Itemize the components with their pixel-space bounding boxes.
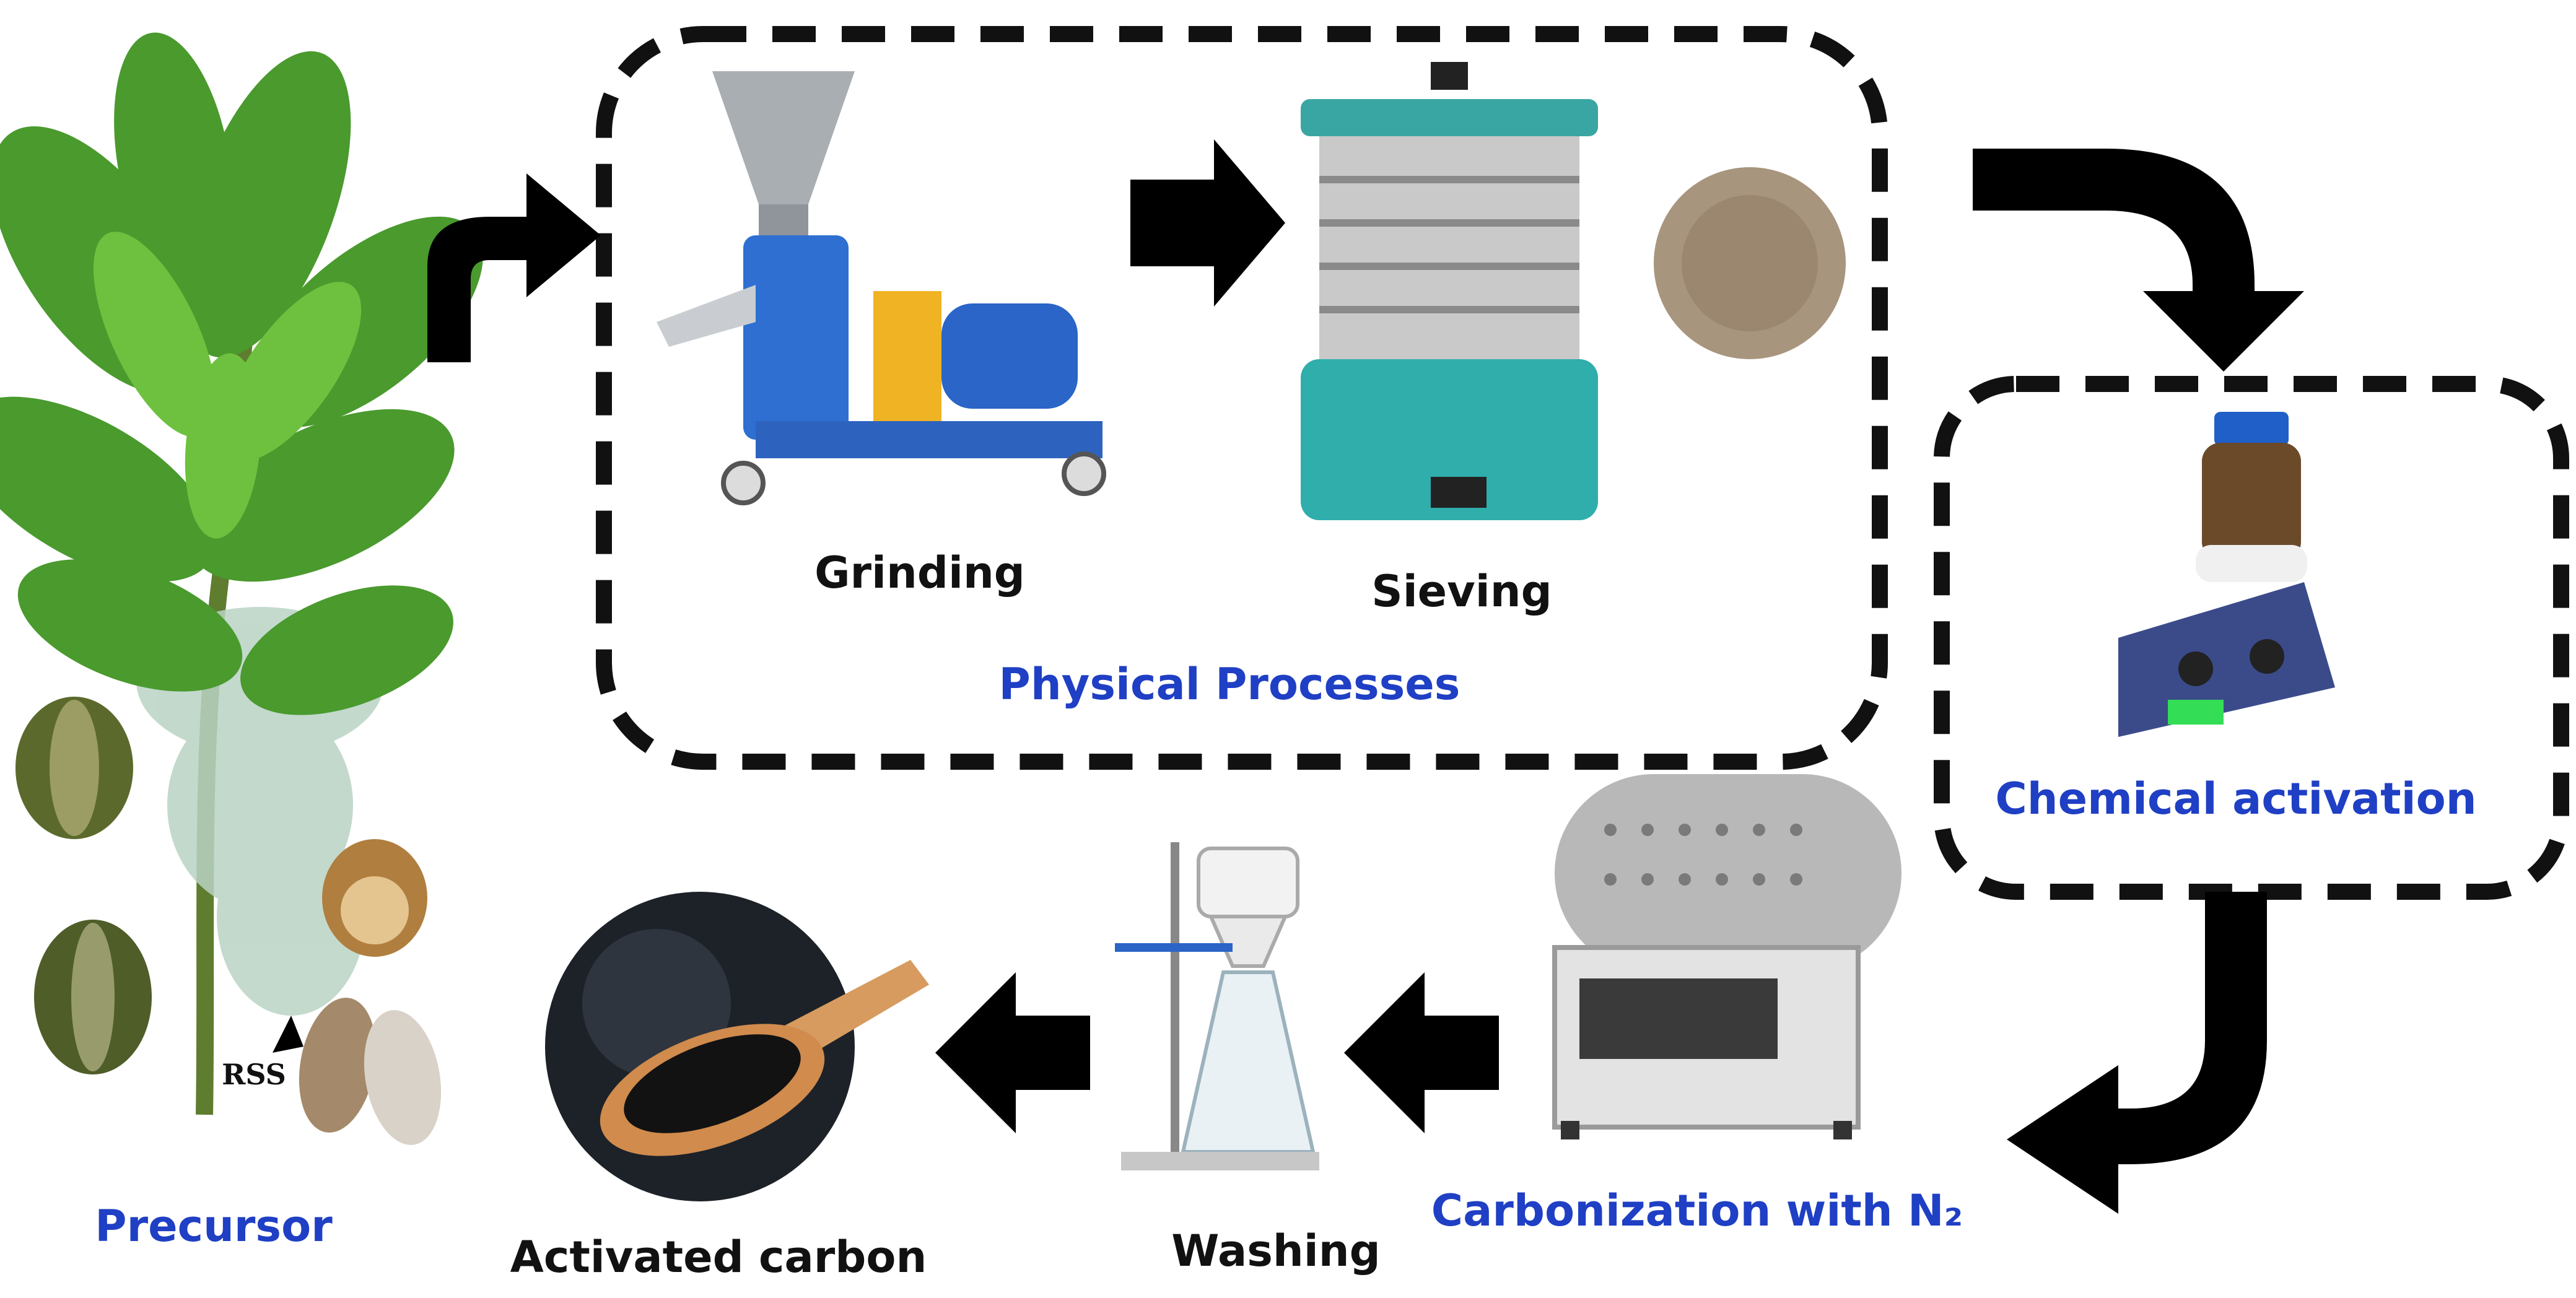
carbonization-label: Carbonization with N₂ [1431, 1185, 1963, 1236]
arrow-physical-to-chemical [1973, 149, 2304, 372]
rss-label: RSS [222, 1058, 286, 1091]
physical-processes-label: Physical Processes [998, 659, 1460, 710]
washing-label: Washing [1171, 1226, 1381, 1276]
sieving-label: Sieving [1371, 566, 1552, 617]
rubber-seeds-icon [15, 697, 442, 1145]
arrow-washing-to-activated [935, 972, 1090, 1133]
activated-carbon-label: Activated carbon [510, 1232, 927, 1283]
physical-processes-box [596, 26, 1888, 770]
sieve-shaker-icon [1301, 62, 1598, 520]
arrow-chemical-to-carbonization [2007, 892, 2267, 1214]
rubber-tree-plant-icon [0, 32, 483, 1115]
arrow-precursor-to-physical [427, 173, 601, 362]
grinding-label: Grinding [814, 547, 1025, 598]
magnetic-stirrer-hotplate-icon [2118, 412, 2335, 737]
tube-furnace-icon [1552, 774, 1901, 1139]
pellet-grinder-machine-icon [657, 71, 1106, 505]
chemical-activation-box [1934, 376, 2569, 900]
chemical-activation-label: Chemical activation [1995, 773, 2477, 824]
filtration-apparatus-icon [1115, 842, 1319, 1170]
activated-carbon-spoon-icon [545, 892, 929, 1201]
arrow-grinding-to-sieving [1130, 139, 1285, 307]
precursor-label: Precursor [95, 1201, 333, 1252]
arrow-carbonization-to-washing [1344, 972, 1499, 1133]
